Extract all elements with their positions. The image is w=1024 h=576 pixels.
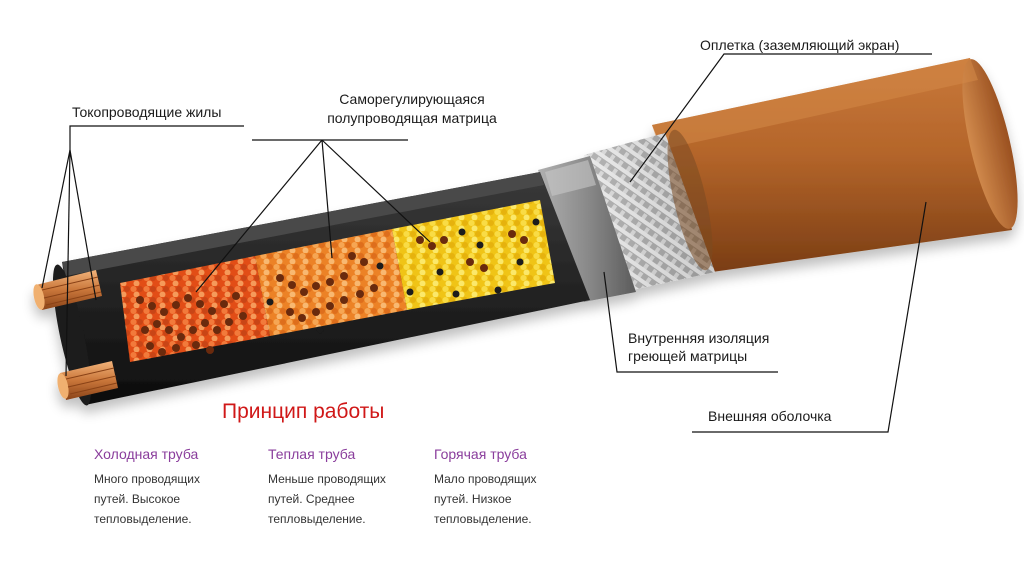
outer-sheath — [652, 58, 1018, 272]
conductor-bottom — [57, 361, 118, 400]
inner-insulation — [538, 156, 636, 302]
column-hot-text: Мало проводящих путей. Низкое тепловыдел… — [434, 469, 584, 529]
leader-inner — [603, 271, 778, 373]
matrix-zone-hot — [392, 200, 555, 310]
label-matrix-line2: полупроводящая матрица — [327, 110, 497, 126]
column-hot: Горячая труба Мало проводящих путей. Низ… — [434, 446, 584, 529]
column-warm-line: тепловыделение. — [268, 512, 366, 526]
column-hot-line: путей. Низкое — [434, 492, 512, 506]
column-cold: Холодная труба Много проводящих путей. В… — [94, 446, 244, 529]
matrix-zone-cold — [120, 256, 270, 362]
conductor-top — [33, 270, 102, 310]
carbon-particles — [266, 218, 540, 334]
label-outer: Внешняя оболочка — [708, 408, 832, 424]
principle-title: Принцип работы — [222, 400, 385, 423]
column-hot-heading: Горячая труба — [434, 446, 527, 462]
leader-lines — [41, 53, 932, 433]
cable — [33, 58, 1018, 406]
column-warm-text: Меньше проводящих путей. Среднее тепловы… — [268, 469, 418, 529]
column-warm-heading: Теплая труба — [268, 446, 356, 462]
column-warm-line: путей. Среднее — [268, 492, 355, 506]
column-cold-heading: Холодная труба — [94, 446, 199, 462]
column-cold-line: путей. Высокое — [94, 492, 181, 506]
leader-conductors — [69, 125, 244, 150]
column-hot-line: тепловыделение. — [434, 512, 532, 526]
braid-shield — [584, 129, 715, 290]
label-matrix-line1: Саморегулирующаяся — [339, 91, 485, 107]
matrix — [120, 200, 555, 362]
column-warm: Теплая труба Меньше проводящих путей. Ср… — [268, 446, 418, 529]
label-inner-line1: Внутренняя изоляция — [628, 330, 770, 346]
label-inner-line2: греющей матрицы — [628, 348, 748, 364]
leader-outer — [692, 201, 927, 433]
column-hot-line: Мало проводящих — [434, 472, 537, 486]
label-braid: Оплетка (заземляющий экран) — [700, 37, 900, 53]
conductive-paths — [136, 230, 528, 356]
label-conductors: Токопроводящие жилы — [72, 104, 222, 120]
column-cold-text: Много проводящих путей. Высокое тепловыд… — [94, 469, 244, 529]
column-warm-line: Меньше проводящих — [268, 472, 386, 486]
column-cold-line: Много проводящих — [94, 472, 200, 486]
leader-braid — [629, 53, 932, 183]
column-cold-line: тепловыделение. — [94, 512, 192, 526]
